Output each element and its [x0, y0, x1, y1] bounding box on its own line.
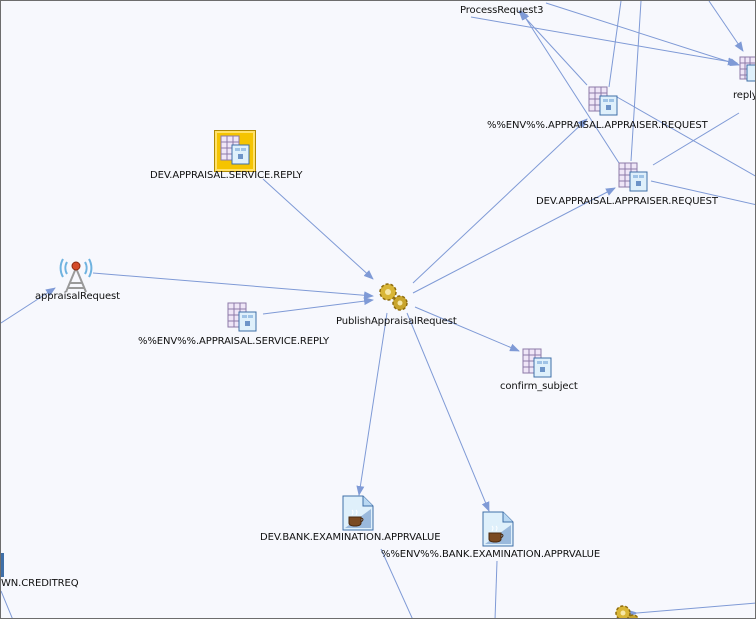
node-label: ProcessRequest3: [460, 5, 544, 16]
node-label: DEV.BANK.EXAMINATION.APPRVALUE: [260, 532, 441, 543]
node-label: %%ENV%%.APPRAISAL.APPRAISER.REQUEST: [487, 120, 708, 131]
node-label: WN.CREDITREQ: [1, 578, 79, 589]
broadcast-antenna-icon: [59, 258, 93, 293]
edge-appraisal-to-reply: [470, 16, 738, 66]
edge-dev-appraiser-to-processrequest3: [520, 10, 620, 164]
node-label: %%ENV%%.APPRAISAL.SERVICE.REPLY: [138, 336, 330, 347]
queue-icon: [220, 135, 250, 165]
node-label: PublishAppraisalRequest: [336, 316, 457, 327]
edge-publish-to-env-bank: [406, 312, 490, 512]
edge-env-appraiser-to-processrequest3: [518, 10, 588, 86]
edge-left-incoming: [1, 287, 56, 324]
java-document-icon: [482, 511, 514, 547]
edge-publish-to-dev-appraiser: [412, 187, 616, 294]
edge-appraisal-request-to-publish: [92, 272, 374, 300]
node-label: DEV.APPRAISAL.SERVICE.REPLY: [150, 170, 303, 181]
java-document-icon: [342, 495, 374, 531]
queue-icon: [522, 348, 552, 378]
queue-icon: [739, 56, 755, 82]
edge-processrequest3-to-reply: [545, 2, 740, 67]
node-label: DEV.APPRAISAL.APPRAISER.REQUEST: [536, 196, 718, 207]
edge-publish-to-env-appraiser: [412, 118, 588, 284]
edge-publish-to-confirm: [414, 306, 520, 352]
node-label: reply: [733, 90, 756, 101]
queue-icon: [227, 302, 257, 332]
edge-env-appraiser-to-right: [616, 96, 755, 177]
edge-dev-service-reply-to-publish: [262, 178, 374, 280]
node-label: appraisalRequest: [35, 291, 120, 302]
edge-top-right-diagonal: [708, 1, 744, 52]
process-gears-icon: [615, 605, 640, 618]
edge-env-bank-down: [494, 560, 498, 618]
queue-icon: [1, 553, 4, 577]
node-label: %%ENV%%.BANK.EXAMINATION.APPRVALUE: [381, 549, 601, 560]
node-label: confirm_subject: [500, 381, 578, 392]
edge-dev-appraiser-to-right: [650, 180, 755, 206]
edge-vertical-1: [608, 1, 622, 88]
edge-vertical-2: [630, 1, 642, 162]
edge-bottom-left: [1, 590, 13, 618]
queue-icon: [618, 162, 648, 192]
process-gears-icon: [379, 283, 408, 311]
queue-icon: [588, 86, 618, 116]
edge-bottom-process-right: [627, 602, 755, 618]
edge-dev-appraiser-to-reply: [652, 112, 740, 166]
edge-publish-to-dev-bank: [356, 312, 388, 496]
edge-dev-bank-down: [380, 548, 413, 618]
edge-env-service-reply-to-publish: [262, 297, 374, 315]
